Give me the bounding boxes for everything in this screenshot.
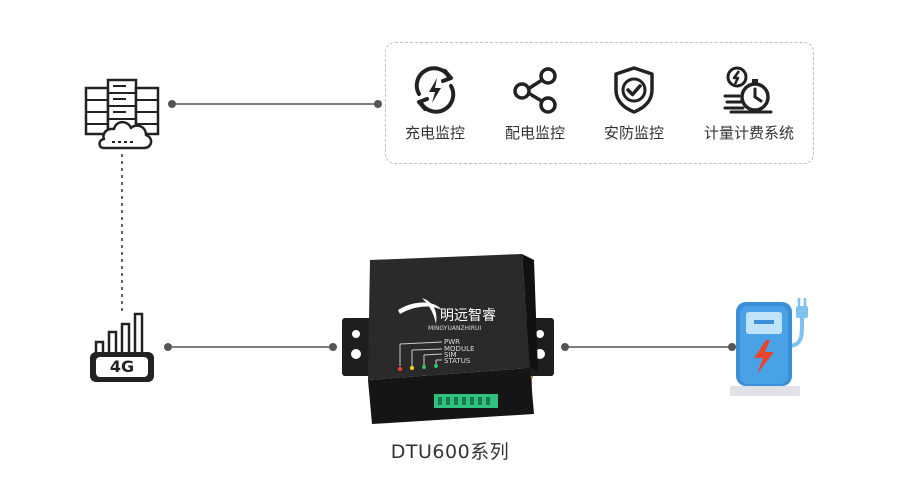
- server-cloud-icon: [84, 78, 160, 150]
- device-brand-text: 明远智睿: [440, 308, 496, 324]
- feature-label: 安防监控: [603, 124, 664, 142]
- line-endpoint-dot: [164, 343, 172, 351]
- feature-charging: 充电监控: [395, 64, 475, 143]
- 4g-network-icon: 4G: [84, 312, 160, 384]
- dtu-device-image: 明远智睿 MINGYUANZHIRUI PWR MODULE SIM STATU…: [342, 254, 554, 424]
- line-endpoint-dot: [168, 100, 176, 108]
- shield-check-icon: [614, 66, 654, 114]
- led-label-status: STATUS: [444, 357, 471, 365]
- line-endpoint-dot: [329, 343, 337, 351]
- feature-distribution: 配电监控: [495, 64, 575, 143]
- feature-label: 计量计费系统: [703, 124, 794, 142]
- feature-label: 配电监控: [504, 124, 565, 142]
- led-pwr: [398, 367, 402, 371]
- features-panel: [385, 42, 814, 164]
- led-module: [410, 366, 414, 370]
- feature-label: 充电监控: [404, 124, 465, 142]
- 4g-badge-label: 4G: [109, 357, 135, 376]
- signal-bars-icon: [90, 312, 154, 382]
- feature-security: 安防监控: [594, 64, 674, 143]
- led-status: [434, 364, 438, 368]
- led-label-pwr: PWR: [444, 338, 460, 346]
- line-endpoint-dot: [561, 343, 569, 351]
- led-label-sim: SIM: [444, 351, 457, 359]
- share-nodes-icon: [513, 67, 557, 114]
- charging-cycle-icon: [414, 66, 456, 114]
- led-label-module: MODULE: [444, 345, 474, 353]
- led-sim: [422, 365, 426, 369]
- metering-coin-stopwatch-icon: [723, 66, 773, 114]
- charging-station-icon: [730, 298, 808, 396]
- device-caption: DTU600系列: [390, 441, 510, 463]
- line-endpoint-dot: [374, 100, 382, 108]
- device-brand-sub-text: MINGYUANZHIRUI: [428, 325, 481, 332]
- feature-metering: 计量计费系统: [692, 64, 806, 143]
- line-endpoint-dot: [728, 343, 736, 351]
